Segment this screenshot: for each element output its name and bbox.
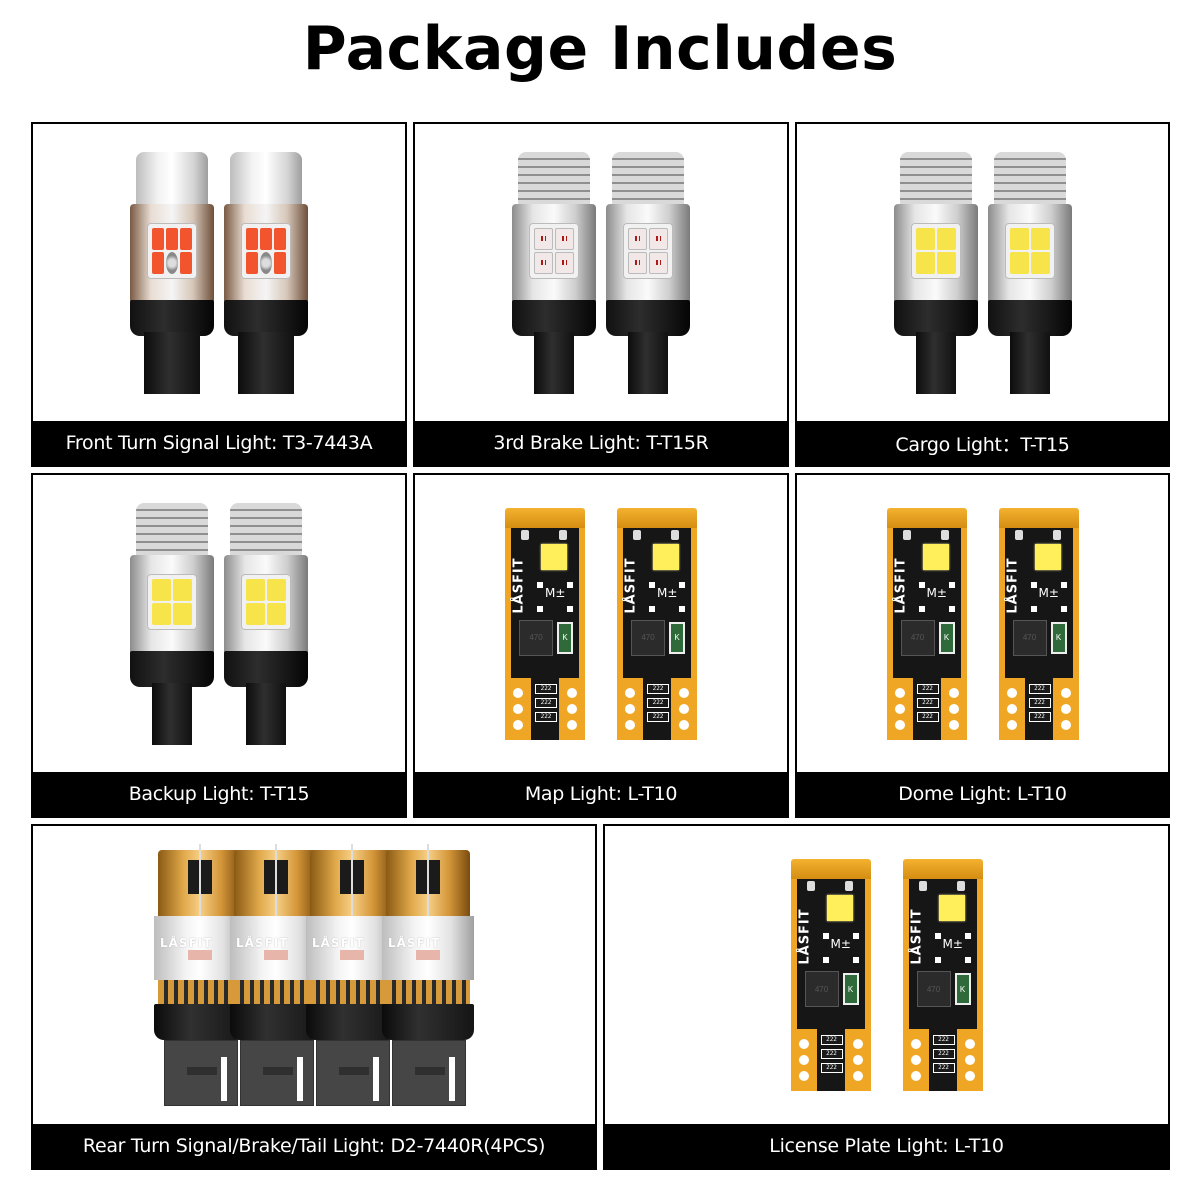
item-card-backup: Backup Light: T-T15 [31,473,407,818]
product-image [797,124,1168,421]
product-image: LÅSFIT M± 470 K 222 222 222 LÅSFIT M± [415,475,787,772]
product-image [415,124,787,421]
bulb-7440-image: LÅSFIT [306,844,398,1106]
bulb-t10-image: LÅSFIT M± 470 K 222 222 222 [617,507,697,740]
bulb-7440-image: LÅSFIT [382,844,474,1106]
white-led [1034,543,1061,570]
brand-logo: LÅSFIT [797,908,812,965]
amber-led-array [148,223,196,278]
white-led-array [911,223,960,278]
brand-logo: LÅSFIT [1005,556,1020,614]
product-image [33,475,405,772]
item-card-dome: LÅSFIT M± 470 K 222 222 222 LÅSFIT M± [795,473,1170,818]
item-card-cargo: Cargo Light：T-T15 [795,122,1170,467]
white-led [541,543,567,570]
product-image: LÅSFIT M± 470 K 222 222 222 LÅSFIT M± [797,475,1168,772]
bulb-7443-image [130,151,214,394]
item-card-front-turn-signal: Front Turn Signal Light: T3-7443A [31,122,407,467]
product-image: LÅSFIT LÅSFIT LÅSFIT LÅSFIT [33,826,595,1124]
item-caption: 3rd Brake Light: T-T15R [415,421,787,465]
white-led [653,543,679,570]
bulb-t15r-image [512,151,596,394]
product-image: LÅSFIT M± 470 K 222 222 222 LÅSFIT M± [605,826,1168,1124]
brand-logo: LÅSFIT [511,556,527,614]
item-caption: Front Turn Signal Light: T3-7443A [33,421,405,465]
bulb-t10-image: LÅSFIT M± 470 K 222 222 222 [998,507,1079,740]
item-card-license-plate: LÅSFIT M± 470 K 222 222 222 LÅSFIT M± [603,824,1170,1170]
item-caption: Cargo Light：T-T15 [797,421,1168,465]
bulb-t10-image: LÅSFIT M± 470 K 222 222 222 [886,507,967,740]
item-card-map: LÅSFIT M± 470 K 222 222 222 LÅSFIT M± [413,473,789,818]
red-led-array [624,223,672,278]
item-caption: Dome Light: L-T10 [797,772,1168,816]
red-led-array [530,223,578,278]
bulb-t15-image [224,502,308,745]
item-caption: Rear Turn Signal/Brake/Tail Light: D2-74… [33,1124,595,1168]
product-image [33,124,405,421]
brand-logo: LÅSFIT [893,556,908,614]
white-led-array [1005,223,1054,278]
bulb-t15r-image [606,151,690,394]
item-card-3rd-brake: 3rd Brake Light: T-T15R [413,122,789,467]
white-led [826,895,853,921]
white-led [938,895,965,921]
item-caption: Map Light: L-T10 [415,772,787,816]
amber-led-array [242,223,290,278]
white-led [922,543,949,570]
bulb-t15-image [987,151,1072,394]
white-led-array [148,574,196,629]
item-caption: Backup Light: T-T15 [33,772,405,816]
page-title: Package Includes [302,14,898,84]
brand-logo: LÅSFIT [909,908,924,965]
brand-logo: LÅSFIT [623,556,639,614]
item-caption: License Plate Light: L-T10 [605,1124,1168,1168]
item-card-rear-turn-signal: LÅSFIT LÅSFIT LÅSFIT LÅSFIT Rear Turn Si… [31,824,597,1170]
bulb-7443-image [224,151,308,394]
bulb-t10-image: LÅSFIT M± 470 K 222 222 222 [902,859,983,1091]
bulb-t15-image [130,502,214,745]
bulb-t10-image: LÅSFIT M± 470 K 222 222 222 [790,859,871,1091]
white-led-array [242,574,290,629]
bulb-t15-image [893,151,978,394]
bulb-t10-image: LÅSFIT M± 470 K 222 222 222 [505,507,585,740]
